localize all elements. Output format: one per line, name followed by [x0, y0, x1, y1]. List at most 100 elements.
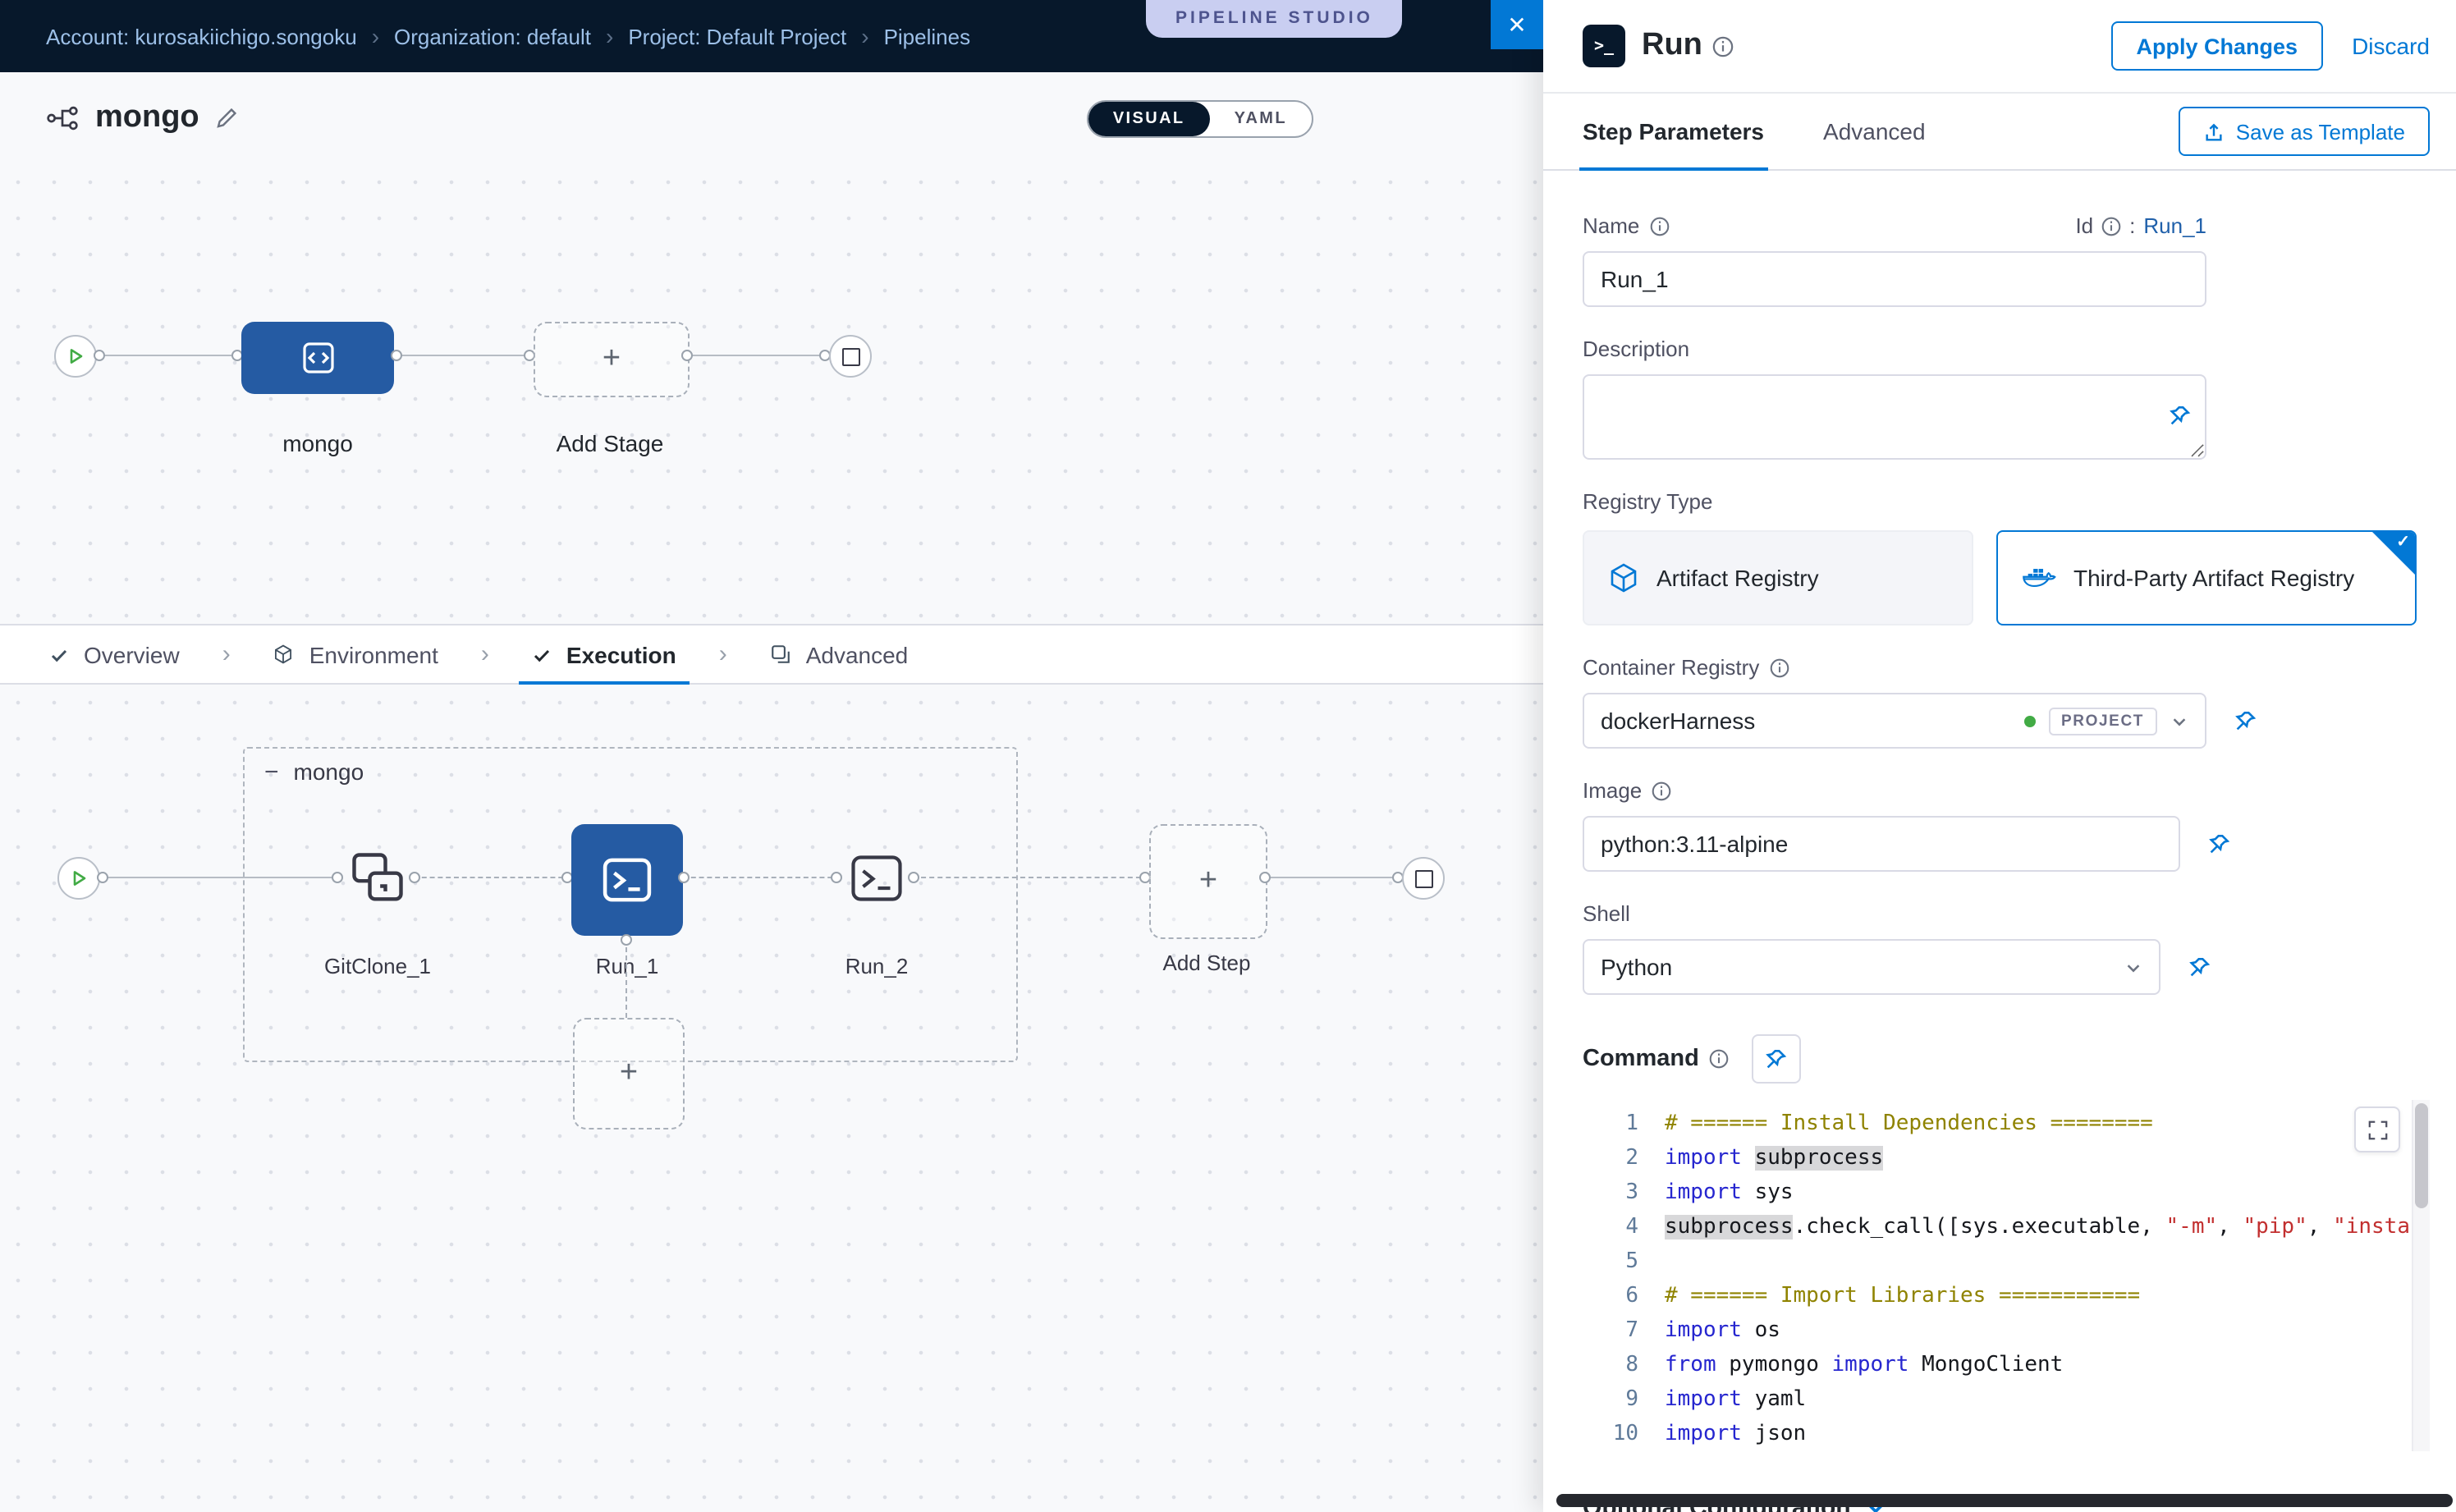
- code-line: 7 import os: [1583, 1313, 2430, 1348]
- step-node-run-1[interactable]: [571, 824, 683, 936]
- add-step-below-button[interactable]: +: [573, 1018, 685, 1129]
- info-icon[interactable]: [1769, 657, 1789, 677]
- info-icon[interactable]: [1712, 35, 1734, 57]
- close-panel-button[interactable]: ✕: [1491, 0, 1543, 49]
- info-icon[interactable]: [1649, 216, 1669, 236]
- stage-code-icon: [302, 342, 333, 373]
- play-icon: [70, 349, 83, 364]
- editor-scrollbar-thumb[interactable]: [2415, 1103, 2428, 1208]
- shell-label: Shell: [1583, 901, 2430, 926]
- expand-editor-button[interactable]: [2354, 1107, 2400, 1152]
- connector-line: [97, 355, 243, 356]
- step-title: Run: [1642, 28, 1702, 62]
- connector-port: [831, 872, 842, 883]
- shell-value: Python: [1601, 954, 1673, 980]
- panel-horizontal-scrollbar[interactable]: [1556, 1494, 2453, 1507]
- breadcrumb-project[interactable]: Project: Default Project: [628, 24, 847, 48]
- step-node-gitclone-1[interactable]: [338, 839, 417, 918]
- label-text: Description: [1583, 337, 1690, 361]
- image-input[interactable]: [1583, 816, 2180, 872]
- name-label-row: Name: [1583, 213, 1669, 238]
- code-line-content: import subprocess: [1665, 1146, 1884, 1171]
- connector-line-vertical: [625, 939, 627, 1018]
- shell-select[interactable]: Python: [1583, 939, 2160, 995]
- step-label-run-1: Run_1: [595, 954, 659, 978]
- step-node-run-2[interactable]: [841, 839, 913, 918]
- code-line-content: import yaml: [1665, 1387, 1807, 1412]
- editor-scrollbar[interactable]: [2412, 1100, 2430, 1451]
- connector-line: [414, 877, 571, 878]
- description-textarea[interactable]: [1583, 374, 2206, 460]
- panel-header: >_ Run Apply Changes Discard: [1543, 0, 2456, 94]
- name-input[interactable]: [1583, 251, 2206, 307]
- info-icon[interactable]: [1652, 781, 1671, 800]
- tab-advanced[interactable]: Advanced: [747, 625, 932, 683]
- artifact-registry-card[interactable]: Artifact Registry: [1583, 530, 1973, 625]
- save-as-template-button[interactable]: Save as Template: [2178, 107, 2430, 156]
- tab-overview[interactable]: Overview: [26, 625, 203, 683]
- id-value: Run_1: [2143, 213, 2206, 238]
- connector-port: [391, 350, 402, 361]
- command-code-editor[interactable]: 1# ====== Install Dependencies ========2…: [1583, 1100, 2430, 1451]
- yaml-toggle-button[interactable]: YAML: [1234, 109, 1287, 127]
- label-text: Shell: [1583, 901, 1630, 926]
- line-number: 7: [1625, 1318, 1638, 1343]
- visual-toggle-button[interactable]: VISUAL: [1088, 101, 1210, 135]
- breadcrumb-pipelines[interactable]: Pipelines: [883, 24, 971, 48]
- pipeline-studio-badge: PIPELINE STUDIO: [1146, 0, 1403, 38]
- connector-line: [686, 355, 829, 356]
- add-step-button[interactable]: +: [1149, 824, 1267, 939]
- pin-input-type-button[interactable]: [2200, 826, 2236, 862]
- pin-input-type-button[interactable]: [2226, 703, 2262, 739]
- add-stage-button[interactable]: +: [534, 322, 690, 397]
- execution-start-node[interactable]: [57, 857, 100, 900]
- code-line-content: # ====== Import Libraries ===========: [1665, 1284, 2141, 1308]
- discard-button[interactable]: Discard: [2352, 33, 2430, 59]
- pipeline-start-node[interactable]: [54, 335, 97, 378]
- connector-port: [97, 872, 108, 883]
- step-label-run-2: Run_2: [845, 954, 909, 978]
- label-text: Registry Type: [1583, 489, 1713, 514]
- step-label-gitclone-1: GitClone_1: [323, 954, 432, 978]
- pin-input-type-button[interactable]: [1751, 1034, 1801, 1084]
- tab-step-parameters[interactable]: Step Parameters: [1579, 94, 1768, 171]
- line-number: 2: [1625, 1146, 1638, 1171]
- execution-end-node[interactable]: [1402, 857, 1445, 900]
- execution-graph-canvas: − mongo GitClone_1: [0, 685, 1543, 1512]
- info-icon[interactable]: [2101, 216, 2121, 236]
- stage-node-mongo[interactable]: [241, 322, 394, 394]
- breadcrumb-account[interactable]: Account: kurosakiichigo.songoku: [46, 24, 357, 48]
- breadcrumb-organization[interactable]: Organization: default: [394, 24, 591, 48]
- apply-changes-button[interactable]: Apply Changes: [2111, 21, 2323, 71]
- line-number: 3: [1625, 1180, 1638, 1205]
- tab-environment[interactable]: Environment: [250, 625, 461, 683]
- tab-separator-icon: ›: [222, 640, 231, 668]
- stage-label: mongo: [282, 430, 353, 456]
- tab-execution[interactable]: Execution: [509, 625, 699, 685]
- tab-advanced-panel[interactable]: Advanced: [1823, 94, 1926, 169]
- pipeline-icon: [46, 105, 79, 131]
- plus-icon: +: [602, 341, 621, 376]
- visual-yaml-toggle: VISUAL YAML: [1086, 99, 1313, 137]
- collapse-group-icon[interactable]: −: [264, 758, 279, 786]
- pin-input-type-button[interactable]: [2180, 949, 2216, 985]
- info-icon[interactable]: [1709, 1049, 1729, 1069]
- artifact-registry-icon: [1611, 563, 1637, 593]
- image-row: [1583, 816, 2430, 872]
- expand-icon: [2367, 1120, 2387, 1139]
- image-label-row: Image: [1583, 778, 2430, 803]
- third-party-artifact-registry-card[interactable]: Third-Party Artifact Registry ✓: [1996, 530, 2417, 625]
- edit-pencil-icon[interactable]: [216, 107, 239, 130]
- code-line-content: import os: [1665, 1318, 1780, 1343]
- container-registry-select[interactable]: dockerHarness PROJECT: [1583, 693, 2206, 749]
- pipeline-end-node[interactable]: [829, 335, 872, 378]
- command-label-row: Command: [1583, 1046, 1729, 1072]
- name-id-row: Name Id : Run_1: [1583, 213, 2206, 238]
- code-line: 6# ====== Import Libraries ===========: [1583, 1279, 2430, 1313]
- chevron-down-icon: [2127, 964, 2140, 972]
- pin-input-type-button[interactable]: [2160, 397, 2197, 433]
